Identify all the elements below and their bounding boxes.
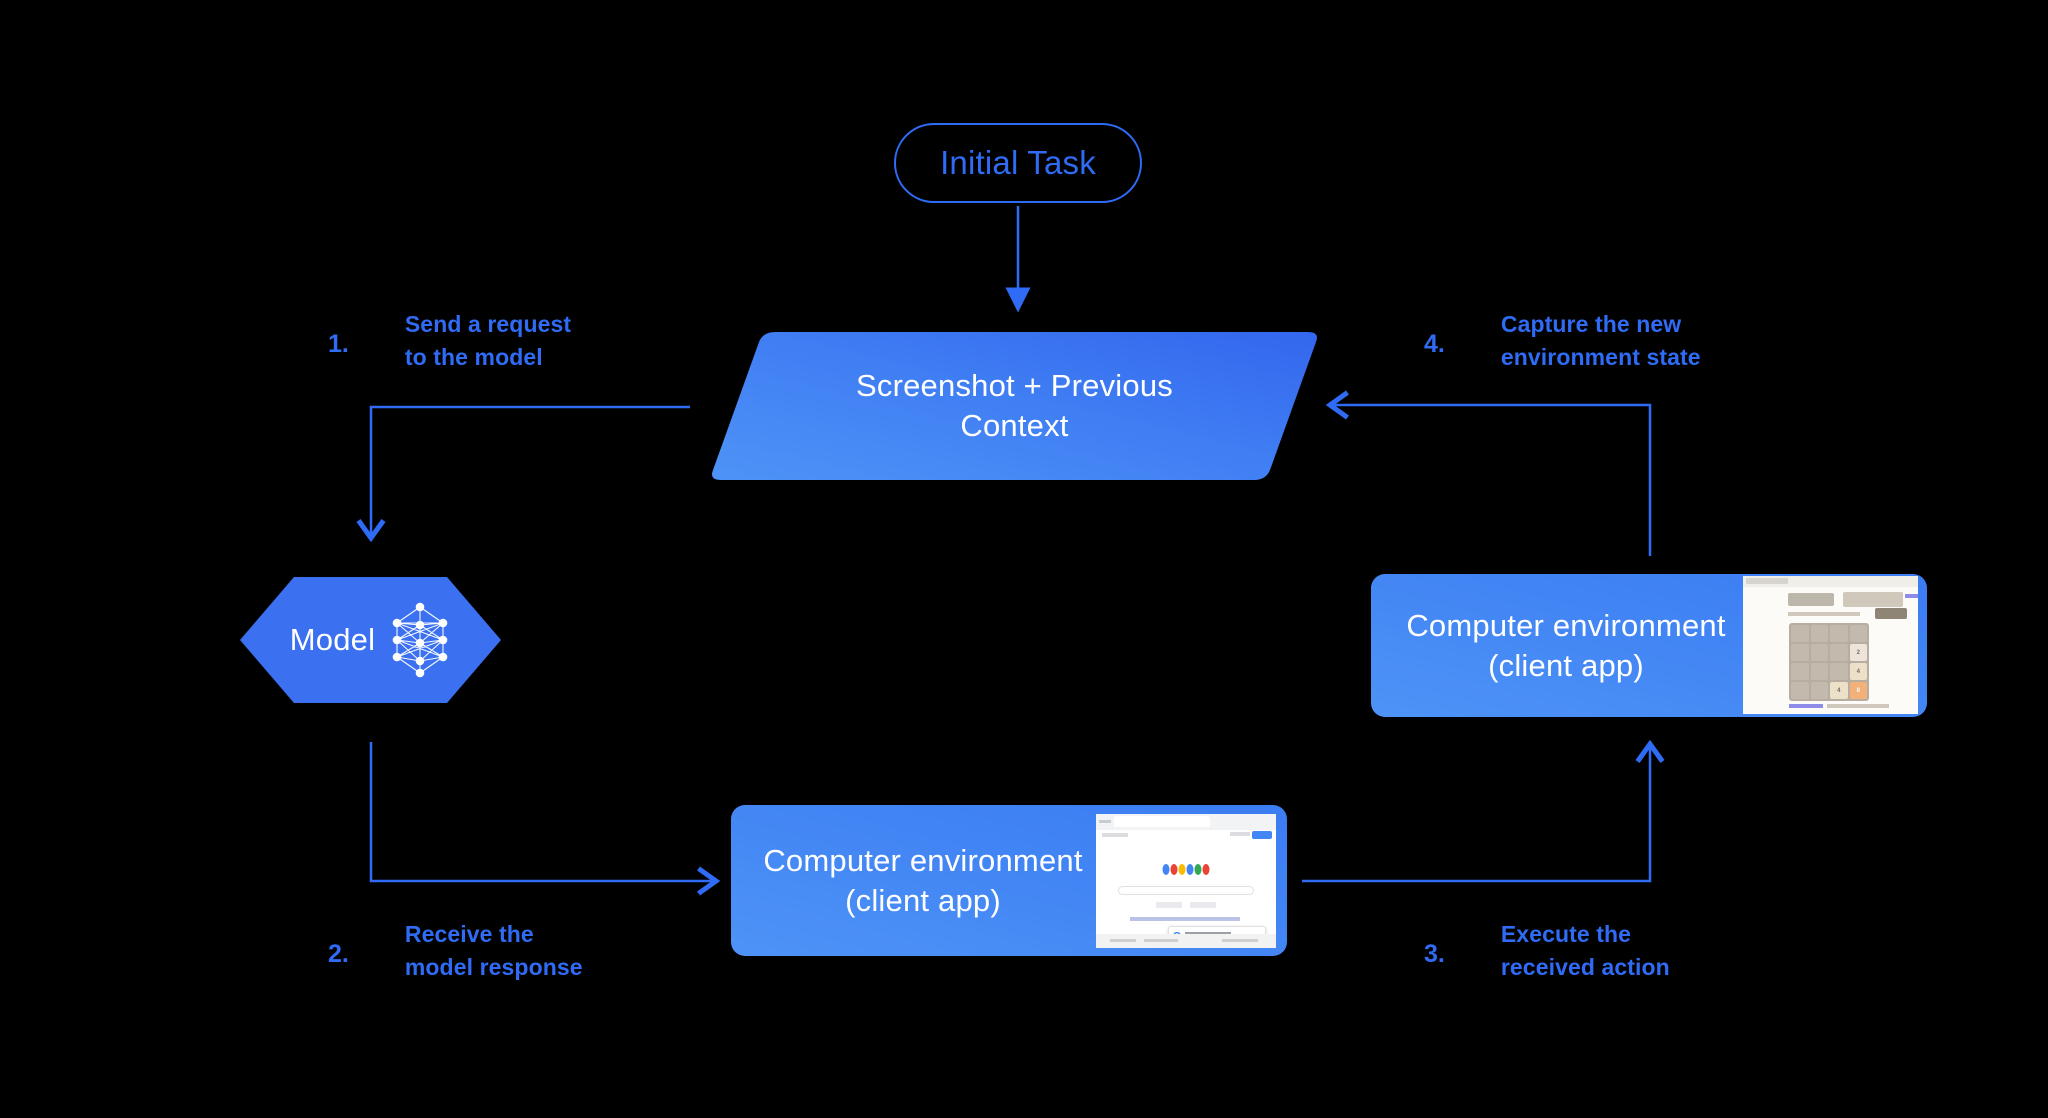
page-top-right-links (1230, 832, 1250, 836)
step-2-line2: model response (404, 954, 583, 981)
footer-link (1222, 939, 1258, 942)
grid-cell (1830, 644, 1848, 661)
browser-tab (1114, 816, 1210, 827)
step-4-line1: Capture the new (1500, 311, 1682, 337)
step-1-label: 1. Send a request to the model (328, 308, 571, 375)
initial-task-label: Initial Task (940, 144, 1096, 181)
model-node: Model (238, 575, 503, 705)
new-game-button (1875, 608, 1907, 619)
score-boxes (1843, 592, 1903, 607)
2048-game-thumbnail: 2 4 4 8 (1743, 576, 1918, 714)
env-bottom-label-line2: (client app) (845, 882, 1001, 918)
search-input (1118, 886, 1254, 895)
game-grid: 2 4 4 8 (1789, 623, 1869, 701)
step-3-label: 3. Execute the received action (1424, 918, 1670, 985)
grid-cell (1810, 663, 1828, 680)
grid-cell (1810, 682, 1828, 699)
google-logo (1162, 864, 1210, 875)
browser-titlebar (1743, 576, 1918, 587)
grid-cell (1810, 644, 1828, 661)
step-3-line1: Execute the (1500, 921, 1632, 947)
grid-cell: 2 (1849, 644, 1867, 661)
grid-cell (1791, 682, 1809, 699)
env-right-label-line1: Computer environment (1406, 607, 1726, 643)
browser-tab (1746, 578, 1788, 584)
context-label-line1: Screenshot + Previous (856, 368, 1173, 404)
grid-cell (1830, 625, 1848, 642)
grid-cell (1791, 644, 1809, 661)
grid-cell (1810, 625, 1828, 642)
grid-cell: 4 (1849, 663, 1867, 680)
grid-cell (1830, 663, 1848, 680)
env-bottom-label-line1: Computer environment (763, 842, 1083, 878)
hexagon-shape (240, 577, 501, 703)
grid-cell (1791, 663, 1809, 680)
step-2-label: 2. Receive the model response (328, 918, 583, 985)
step-3-line2: received action (1500, 954, 1670, 981)
env-right-label-line2: (client app) (1488, 647, 1644, 683)
step-1-line2: to the model (404, 344, 543, 371)
step-2-number: 2. (328, 940, 349, 968)
step-1-number: 1. (328, 330, 349, 358)
browser-controls (1099, 820, 1111, 823)
game-title-logo (1788, 593, 1834, 606)
google-page-body (1096, 830, 1276, 948)
screenshot-context-node: Screenshot + Previous Context (707, 330, 1322, 482)
footer-text (1827, 704, 1889, 708)
sign-in-button (1252, 831, 1272, 839)
neural-network-icon (392, 602, 448, 678)
search-button (1156, 902, 1182, 908)
page-top-links (1102, 833, 1128, 837)
search-buttons (1156, 902, 1216, 908)
game-page-body: 2 4 4 8 (1743, 587, 1918, 714)
footer-link (1144, 939, 1178, 942)
footer-link (1789, 704, 1823, 708)
model-label: Model (289, 622, 376, 657)
language-links (1130, 917, 1240, 921)
step-1-line1: Send a request (404, 311, 572, 337)
step-4-number: 4. (1424, 330, 1445, 358)
step-4-label: 4. Capture the new environment state (1424, 308, 1701, 375)
grid-cell (1791, 625, 1809, 642)
step-4-line2: environment state (1500, 344, 1701, 371)
grid-cell: 8 (1849, 682, 1867, 699)
browser-chrome (1096, 814, 1276, 830)
context-label-line2: Context (960, 408, 1069, 443)
grid-cell: 4 (1830, 682, 1848, 699)
header-link (1905, 594, 1918, 598)
step-2-line1: Receive the (404, 921, 534, 947)
page-footer (1096, 934, 1276, 948)
game-subtitle (1788, 612, 1860, 616)
lucky-button (1190, 902, 1216, 908)
step-3-number: 3. (1424, 940, 1445, 968)
initial-task-node: Initial Task (894, 123, 1142, 203)
grid-cell (1849, 625, 1867, 642)
parallelogram-shape (712, 332, 1317, 480)
popup-title (1185, 932, 1231, 935)
google-search-thumbnail (1096, 814, 1276, 948)
footer-link (1110, 939, 1136, 942)
